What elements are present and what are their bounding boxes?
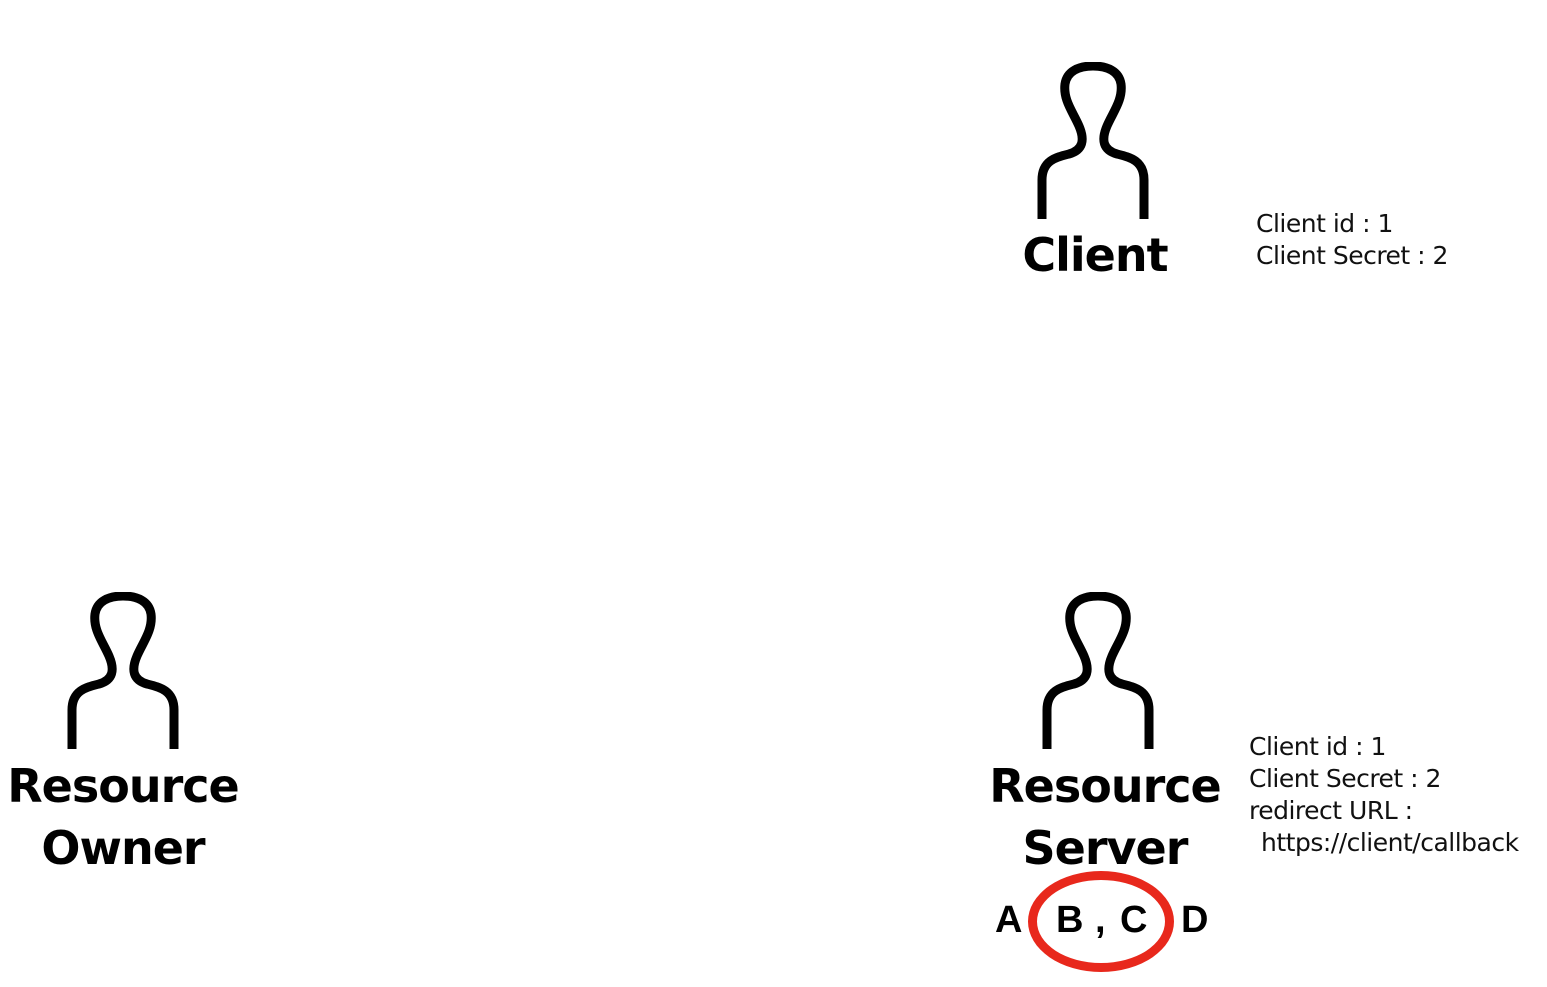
- step-comma: ,: [1095, 899, 1106, 941]
- resource-server-person-icon: [1040, 592, 1156, 749]
- server-client-secret-text: Client Secret : 2: [1249, 764, 1441, 793]
- client-label: Client: [1022, 228, 1168, 282]
- step-b: B: [1056, 899, 1084, 941]
- person-icon: [1037, 62, 1149, 219]
- resource-owner-label: Resource Owner: [7, 759, 240, 875]
- redirect-url-label: redirect URL :: [1249, 796, 1413, 825]
- resource-owner-person-icon: [65, 592, 181, 749]
- person-icon: [1042, 592, 1154, 749]
- person-icon: [67, 592, 179, 749]
- client-id-text: Client id : 1: [1256, 209, 1393, 238]
- server-client-id-text: Client id : 1: [1249, 732, 1386, 761]
- step-letters: A B , C D: [995, 898, 1215, 944]
- step-d: D: [1181, 899, 1209, 941]
- server-registration-note: Client id : 1 Client Secret : 2 redirect…: [1249, 731, 1519, 859]
- redirect-url-value: https://client/callback: [1261, 828, 1519, 857]
- highlight-circle: [1028, 871, 1174, 972]
- step-c: C: [1120, 899, 1148, 941]
- client-secret-text: Client Secret : 2: [1256, 241, 1448, 270]
- step-a: A: [995, 899, 1023, 941]
- resource-server-label: Resource Server: [989, 759, 1222, 875]
- client-credentials-note: Client id : 1 Client Secret : 2: [1256, 208, 1448, 272]
- client-person-icon: [1035, 62, 1151, 219]
